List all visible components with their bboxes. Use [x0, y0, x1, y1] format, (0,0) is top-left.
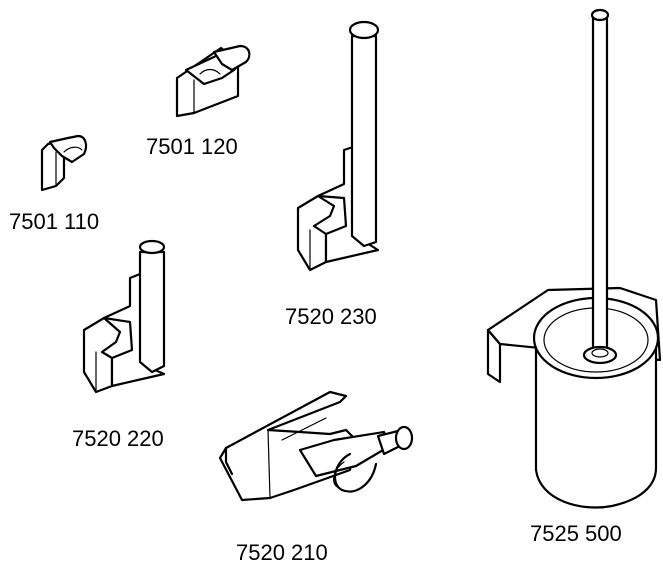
- product-label-toilet-roll-holder: 7520 210: [236, 540, 328, 565]
- spare-roll-holder-small-drawing: [82, 239, 166, 394]
- double-hook-drawing: [175, 44, 251, 118]
- toilet-brush-set-drawing: [486, 8, 662, 509]
- product-label-single-hook: 7501 110: [9, 209, 100, 234]
- product-label-toilet-brush-set: 7525 500: [530, 521, 622, 546]
- product-label-spare-roll-holder-large: 7520 230: [285, 304, 377, 329]
- spare-roll-holder-large-drawing: [296, 20, 380, 272]
- single-hook-drawing: [40, 134, 88, 192]
- product-label-spare-roll-holder-small: 7520 220: [72, 426, 164, 451]
- toilet-roll-holder-drawing: [218, 390, 414, 502]
- product-label-double-hook: 7501 120: [146, 134, 238, 159]
